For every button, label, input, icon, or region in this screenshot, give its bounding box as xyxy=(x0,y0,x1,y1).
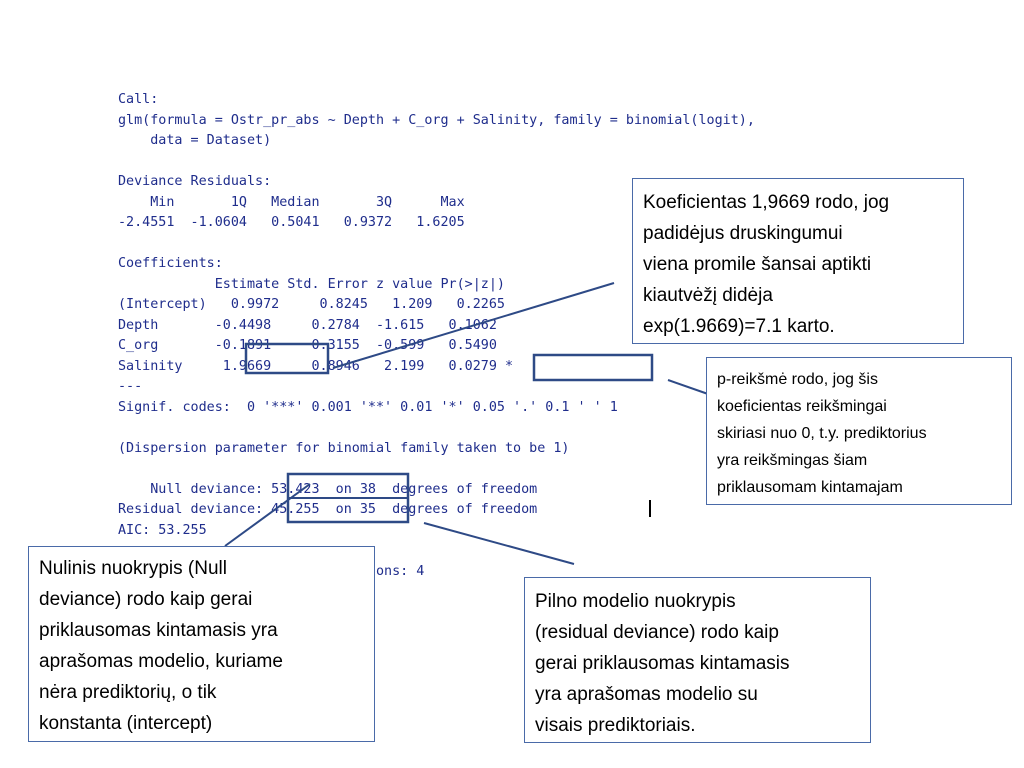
callout-line: Koeficientas 1,9669 rodo, jog xyxy=(643,192,890,213)
console-line: Call: xyxy=(118,92,159,107)
callout-line: yra reikšmingas šiam xyxy=(717,452,868,469)
callout-line: gerai priklausomas kintamasis xyxy=(535,653,790,674)
connector-coef xyxy=(332,282,615,369)
console-line: Salinity 1.9669 0.8946 2.199 0.0279 * xyxy=(118,358,514,374)
coefficient-explanation-callout: Koeficientas 1,9669 rodo, jog padidėjus … xyxy=(632,178,964,344)
console-line: Min 1Q Median 3Q Max xyxy=(118,194,465,210)
console-line: -2.4551 -1.0604 0.5041 0.9372 1.6205 xyxy=(118,215,465,230)
callout-line: padidėjus druskingumui xyxy=(643,223,843,244)
console-line: Estimate Std. Error z value Pr(>|z|) xyxy=(118,276,505,292)
callout-line: Pilno modelio nuokrypis xyxy=(535,591,736,612)
console-line: (Dispersion parameter for binomial famil… xyxy=(118,440,570,456)
callout-line: priklausomas kintamasis yra xyxy=(39,620,278,641)
residual-deviance-explanation-callout: Pilno modelio nuokrypis (residual devian… xyxy=(524,577,871,743)
pvalue-explanation-callout: p-reikšmė rodo, jog šis koeficientas rei… xyxy=(706,357,1012,505)
callout-line: yra aprašomas modelio su xyxy=(535,684,758,705)
console-line: C_org -0.1891 0.3155 -0.599 0.5490 xyxy=(118,338,497,353)
callout-line: viena promile šansai aptikti xyxy=(643,254,872,275)
null-deviance-explanation-callout: Nulinis nuokrypis (Null deviance) rodo k… xyxy=(28,546,375,742)
callout-line: koeficientas reikšmingai xyxy=(717,398,887,415)
callout-line: kiautvėžį didėja xyxy=(643,285,773,306)
connector-null xyxy=(224,483,311,547)
callout-line: p-reikšmė rodo, jog šis xyxy=(717,371,878,388)
console-line: AIC: 53.255 xyxy=(118,522,207,538)
callout-line: aprašomas modelio, kuriame xyxy=(39,651,283,672)
callout-line: exp(1.9669)=7.1 karto. xyxy=(643,316,835,337)
callout-line: deviance) rodo kaip gerai xyxy=(39,589,253,610)
callout-line: skiriasi nuo 0, t.y. prediktorius xyxy=(717,425,927,442)
console-line: --- xyxy=(118,379,143,394)
console-line: (Intercept) 0.9972 0.8245 1.209 0.2265 xyxy=(118,297,505,312)
salinity-estimate-highlight xyxy=(244,342,330,375)
connector-residual xyxy=(423,522,575,565)
callout-line: (residual deviance) rodo kaip xyxy=(535,622,779,643)
console-line: data = Dataset) xyxy=(118,133,272,148)
console-line: Deviance Residuals: xyxy=(118,174,272,189)
callout-line: priklausomam kintamajam xyxy=(717,479,903,496)
callout-line: Nulinis nuokrypis (Null xyxy=(39,558,227,579)
connector-pvalue xyxy=(667,379,709,395)
console-line: Signif. codes: 0 '***' 0.001 '**' 0.01 '… xyxy=(118,399,618,415)
callout-line: visais prediktoriais. xyxy=(535,715,696,736)
console-line: glm(formula = Ostr_pr_abs ~ Depth + C_or… xyxy=(118,112,755,128)
callout-line: nėra prediktorių, o tik xyxy=(39,682,217,703)
console-line: Coefficients: xyxy=(118,256,223,271)
salinity-pvalue-highlight xyxy=(532,353,654,382)
console-line: Residual deviance: 45.255 on 35 degrees … xyxy=(118,502,538,517)
callout-line: konstanta (intercept) xyxy=(39,713,213,734)
console-line: Null deviance: 53.423 on 38 degrees of f… xyxy=(118,481,538,497)
